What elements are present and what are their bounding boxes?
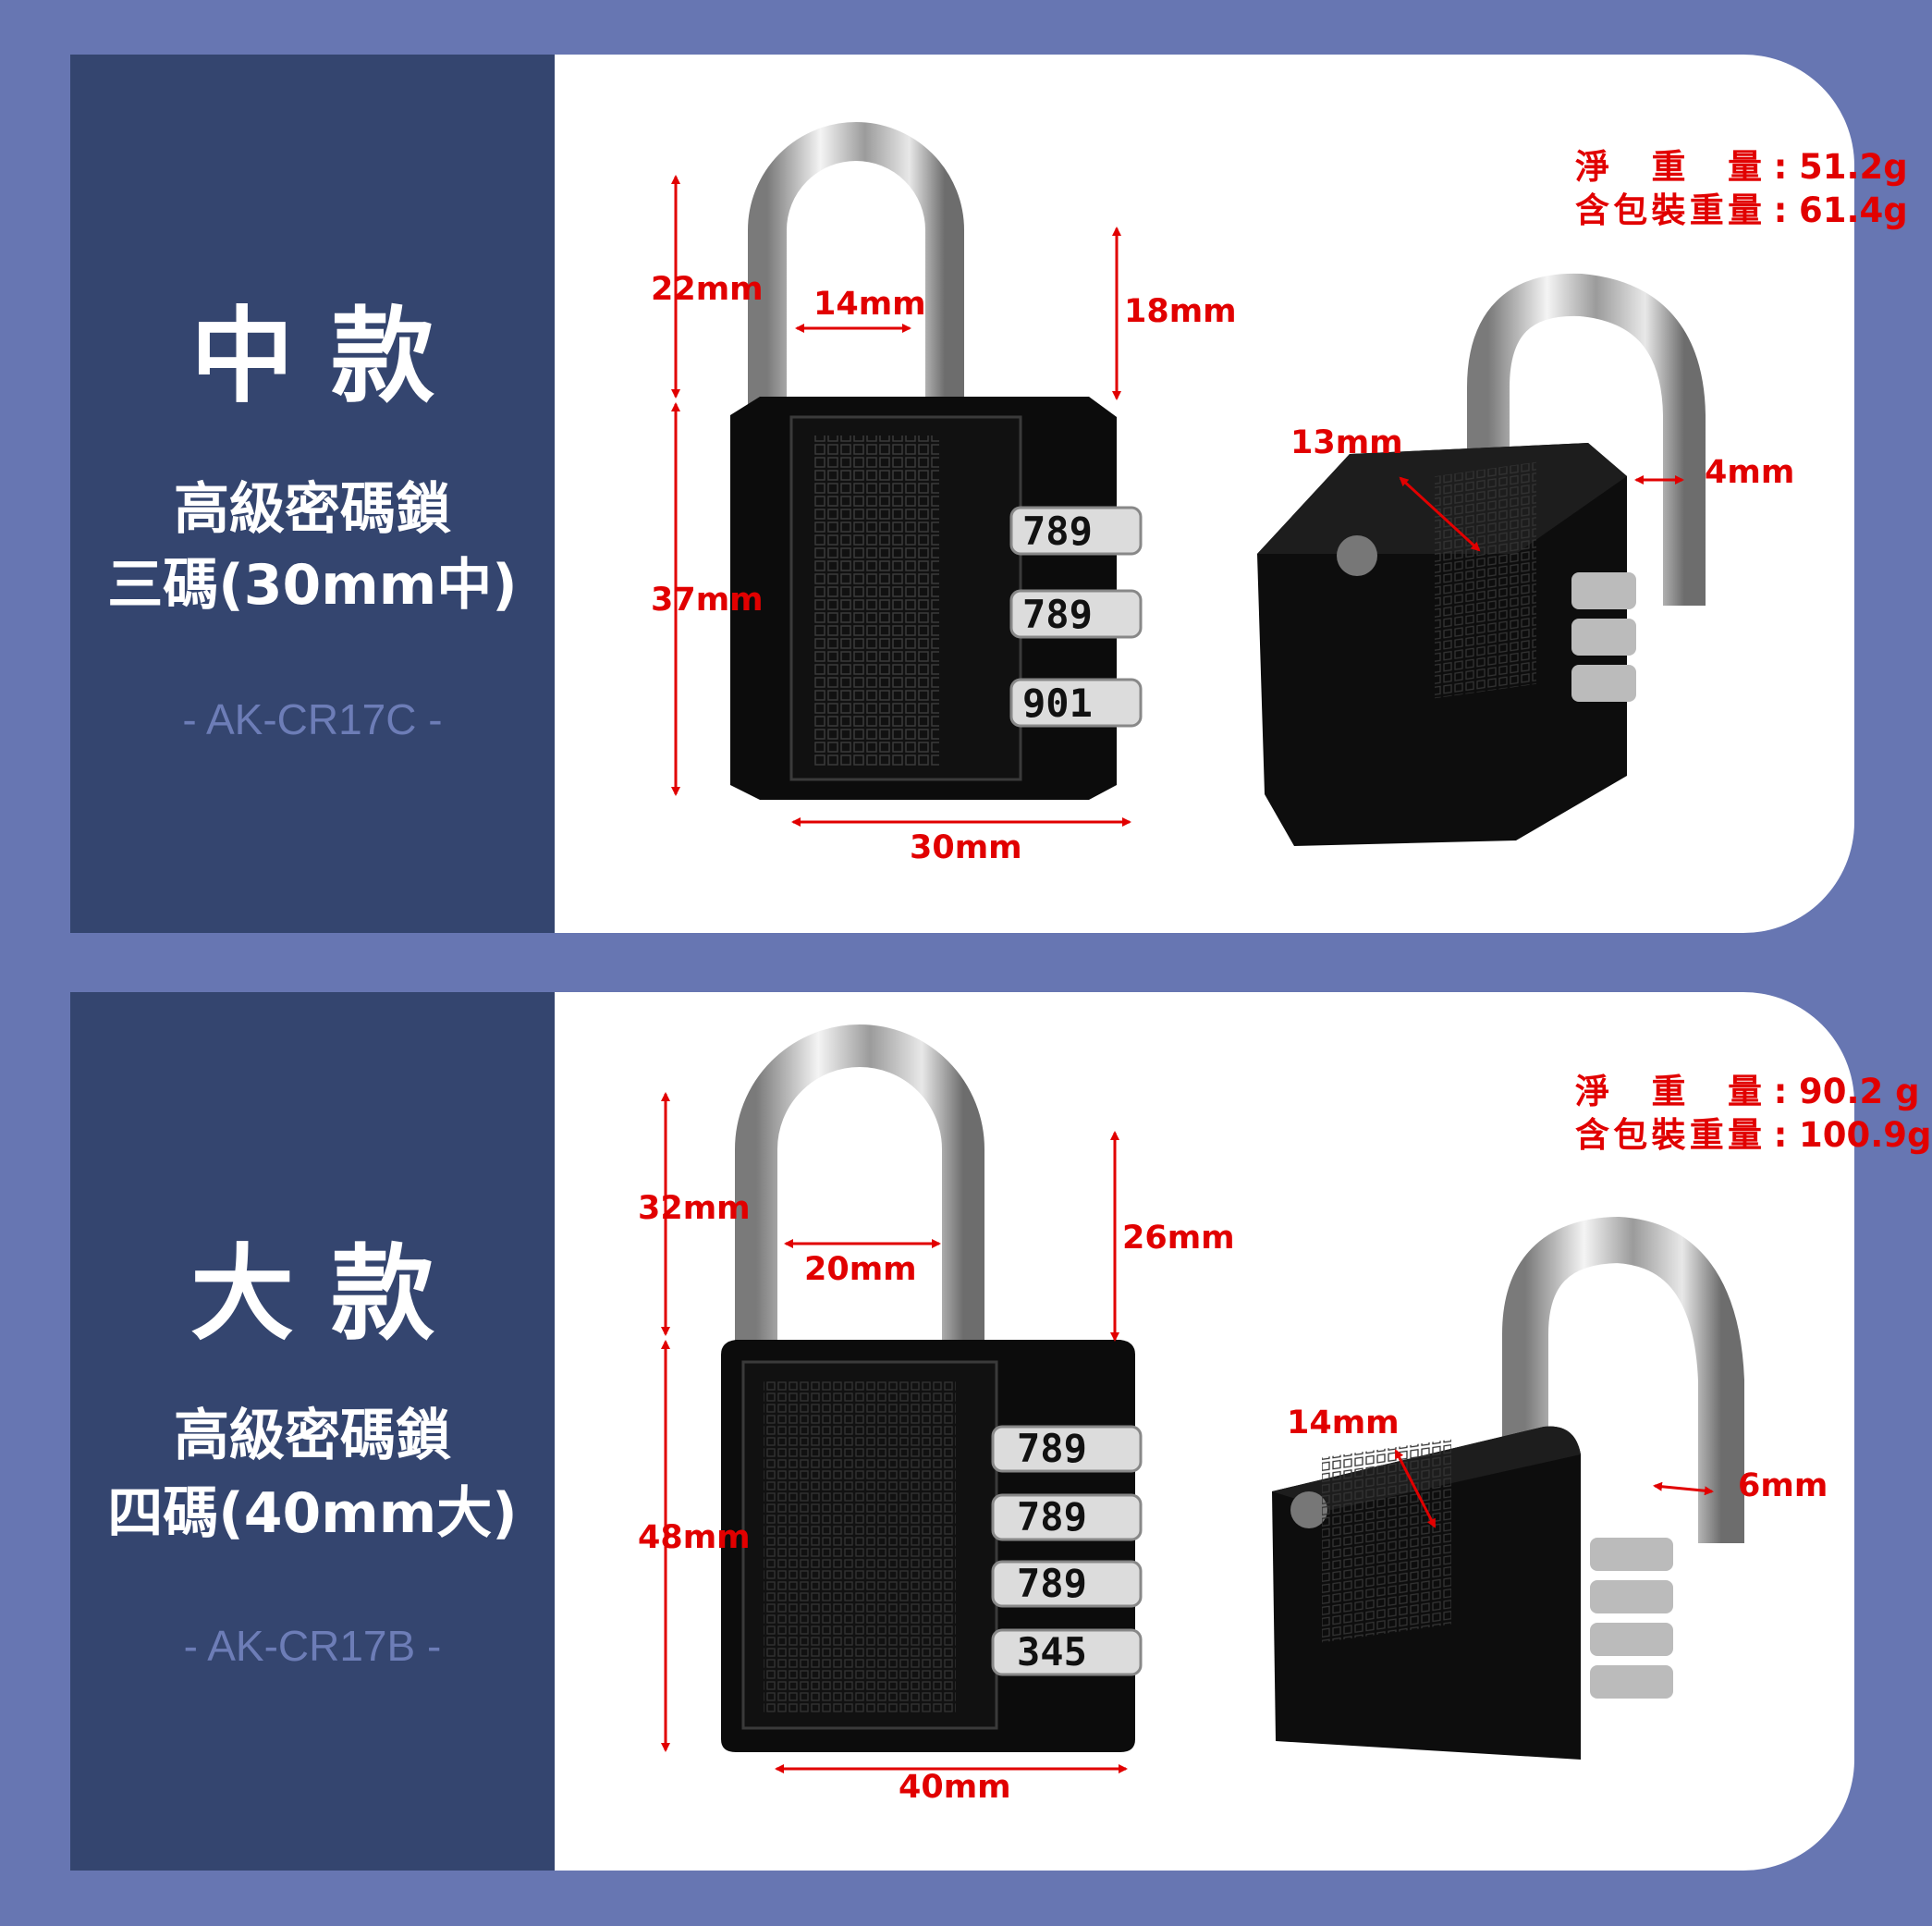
dim-shackle-height: 32mm: [638, 1190, 751, 1227]
variant-subtitle-line1: 高級密碼鎖: [174, 477, 451, 542]
net-weight-value: 51.2g: [1799, 147, 1908, 187]
net-weight-label: 淨重量: [1575, 147, 1762, 187]
variant-side-panel: 中款 高級密碼鎖 三碼(30mm中) - AK-CR17C -: [70, 55, 555, 933]
dimension-lines: [671, 175, 1684, 827]
dial-2: 789: [1017, 1494, 1087, 1540]
dim-shackle-height: 22mm: [651, 271, 764, 308]
model-number: - AK-CR17B -: [183, 1622, 442, 1670]
variant-title: 大款: [190, 1234, 471, 1355]
dim-body-width: 40mm: [899, 1769, 1011, 1806]
dim-body-depth: 14mm: [1287, 1405, 1400, 1441]
dim-body-height: 37mm: [651, 582, 764, 619]
separator: :: [1773, 190, 1788, 230]
weight-info: 淨重量 : 51.2g 含包裝重量 : 61.4g: [1575, 145, 1908, 232]
dim-body-width: 30mm: [910, 829, 1022, 866]
model-number: - AK-CR17C -: [182, 695, 443, 743]
gross-weight-label: 含包裝重量: [1575, 190, 1762, 230]
variant-side-panel: 大款 高級密碼鎖 四碼(40mm大) - AK-CR17B -: [70, 992, 555, 1871]
dim-shackle-diameter: 6mm: [1738, 1467, 1828, 1504]
net-weight-label: 淨重量: [1575, 1072, 1762, 1111]
variant-card-medium: 中款 高級密碼鎖 三碼(30mm中) - AK-CR17C - 789 789 …: [70, 55, 1908, 933]
dim-body-depth: 13mm: [1290, 424, 1403, 461]
dial-3: 789: [1017, 1561, 1087, 1606]
separator: :: [1773, 1072, 1788, 1111]
lock-illustration: 789 789 789 345: [661, 1024, 1744, 1773]
product-diagram-area: 789 789 789 345: [555, 992, 1932, 1871]
front-lock-image: 789 789 789 345: [721, 1024, 1143, 1752]
dial-1: 789: [1022, 509, 1093, 554]
separator: :: [1773, 147, 1788, 187]
lock-illustration: 789 789 901: [671, 122, 1706, 846]
net-weight-value: 90.2 g: [1799, 1072, 1920, 1111]
angled-lock-image: [1272, 1216, 1744, 1760]
gross-weight-value: 61.4g: [1799, 190, 1908, 230]
variant-subtitle-line1: 高級密碼鎖: [174, 1404, 451, 1468]
dim-shackle-clearance: 26mm: [1122, 1220, 1235, 1257]
dim-shackle-inner-width: 14mm: [813, 286, 926, 323]
variant-subtitle-line2: 四碼(40mm大): [107, 1481, 518, 1546]
dim-shackle-diameter: 4mm: [1705, 454, 1795, 491]
dial-2: 789: [1022, 592, 1093, 637]
gross-weight-value: 100.9g: [1799, 1115, 1932, 1155]
dim-shackle-clearance: 18mm: [1124, 293, 1237, 330]
angled-lock-image: [1257, 273, 1706, 846]
variant-subtitle-line2: 三碼(30mm中): [107, 553, 518, 618]
weight-info: 淨重量 : 90.2 g 含包裝重量 : 100.9g: [1575, 1070, 1932, 1157]
dial-1: 789: [1017, 1426, 1087, 1471]
dimension-lines: [661, 1092, 1714, 1773]
dial-3: 901: [1022, 681, 1093, 726]
front-lock-image: 789 789 901: [730, 122, 1143, 800]
product-diagram-area: 789 789 901: [555, 55, 1908, 933]
variant-title: 中款: [190, 297, 471, 417]
dim-shackle-inner-width: 20mm: [804, 1251, 917, 1288]
gross-weight-label: 含包裝重量: [1575, 1115, 1762, 1155]
dim-body-height: 48mm: [638, 1519, 751, 1556]
separator: :: [1773, 1115, 1788, 1155]
variant-card-large: 大款 高級密碼鎖 四碼(40mm大) - AK-CR17B - 789 789 …: [70, 992, 1932, 1871]
dial-4: 345: [1017, 1629, 1087, 1675]
